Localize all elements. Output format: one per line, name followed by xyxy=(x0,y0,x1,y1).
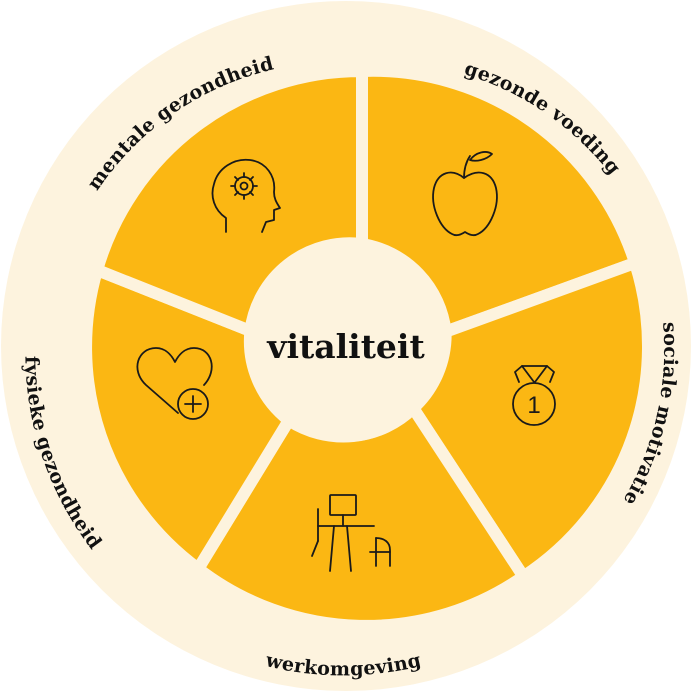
segment-gezonde-voeding xyxy=(356,64,643,340)
apple-icon xyxy=(432,151,498,237)
heart-plus-icon xyxy=(136,347,213,420)
center-circle xyxy=(250,250,442,442)
svg-text:1: 1 xyxy=(527,392,540,419)
head-gear-icon xyxy=(211,158,281,233)
medal-icon: 1 xyxy=(512,365,556,426)
center-label: vitaliteit xyxy=(266,327,425,366)
desk-workstation-icon xyxy=(311,494,391,572)
segment-mentale-gezondheid xyxy=(89,64,368,340)
